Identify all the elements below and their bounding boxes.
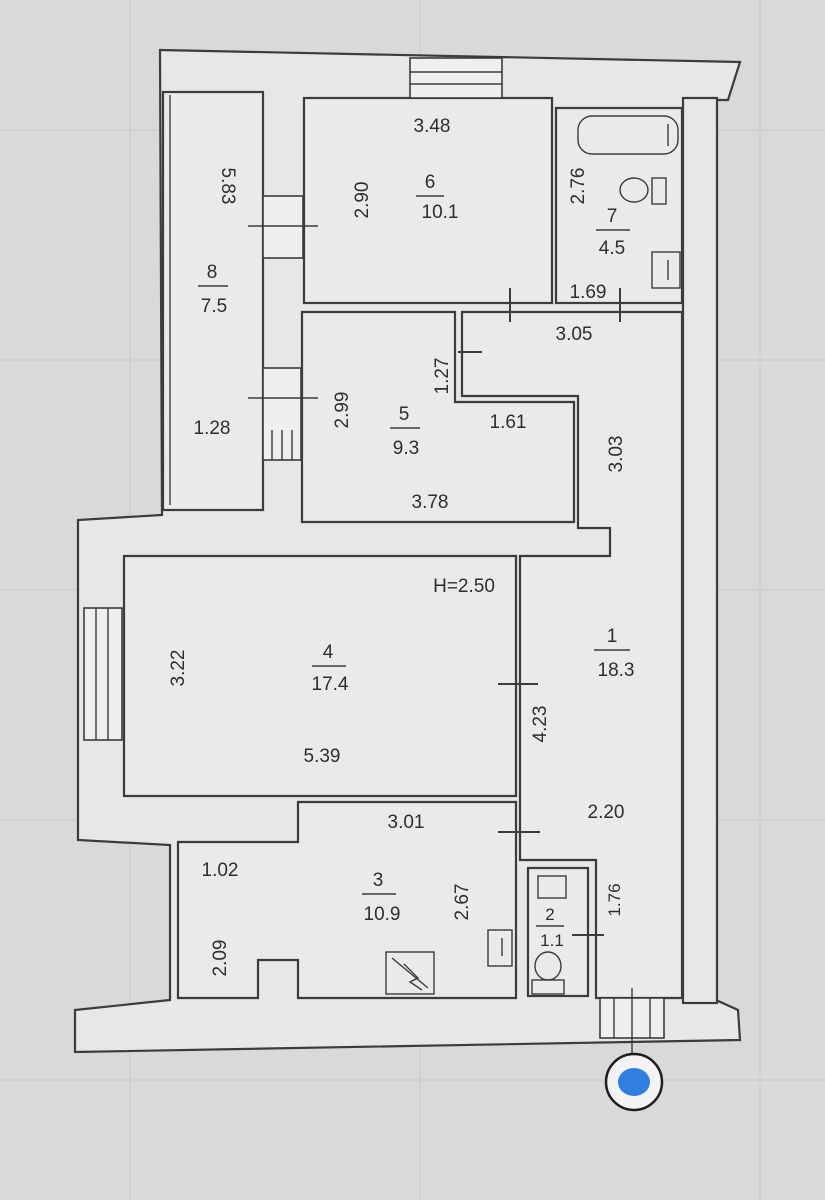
dim-r1-lower: 2.20 <box>588 802 625 823</box>
dim-r6-side: 2.90 <box>352 182 373 219</box>
entrance-door <box>599 988 665 1058</box>
room-4-area: 17.4 <box>312 674 349 695</box>
dim-r3-left-top: 1.02 <box>202 860 239 881</box>
room-1-area: 18.3 <box>598 660 635 681</box>
room-6 <box>302 96 554 305</box>
dimension-labels: 3.48 1.69 3.05 1.61 1.28 3.78 5.39 3.01 … <box>194 116 625 881</box>
dim-r5-notch: 1.27 <box>432 358 453 395</box>
dim-r5-inner: 1.61 <box>490 412 527 433</box>
dim-r4-door: 4.23 <box>530 706 551 743</box>
room-4-number: 4 <box>323 642 334 663</box>
dim-r5-bottom: 3.78 <box>412 492 449 513</box>
room-2-area: 1.1 <box>540 931 564 950</box>
room-1-number: 1 <box>607 626 618 647</box>
ceiling-height: H=2.50 <box>433 576 495 597</box>
dim-r6-top: 3.48 <box>414 116 451 137</box>
room-5 <box>300 310 576 524</box>
dim-r7-side: 2.76 <box>568 168 589 205</box>
wc-toilet-icon <box>531 951 565 995</box>
room-3-number: 3 <box>373 870 384 891</box>
room-7-number: 7 <box>607 206 618 227</box>
room-4 <box>122 554 518 798</box>
door-marks <box>458 288 621 936</box>
dim-r8-short: 1.28 <box>194 418 231 439</box>
dim-r3-left-bottom: 2.09 <box>210 940 231 977</box>
room-3 <box>176 800 518 1000</box>
room-5-number: 5 <box>399 404 410 425</box>
vertical-dimension-labels: 5.83 2.90 2.76 1.27 2.99 3.03 3.22 4.23 … <box>168 168 627 977</box>
room-7-area: 4.5 <box>599 238 625 259</box>
dim-r4-bottom: 5.39 <box>304 746 341 767</box>
dim-r3-side: 2.67 <box>452 884 473 921</box>
room-8-number: 8 <box>207 262 218 283</box>
dim-corridor-side: 3.03 <box>606 436 627 473</box>
dim-corridor-top: 3.05 <box>556 324 593 345</box>
dim-r2-side: 1.76 <box>605 883 624 916</box>
kitchen-sink-icon <box>487 929 513 967</box>
room-3-area: 10.9 <box>364 904 401 925</box>
window-left <box>83 607 123 741</box>
room-6-number: 6 <box>425 172 436 193</box>
room-6-area: 10.1 <box>422 202 459 223</box>
entrance-stamp-icon <box>604 1052 664 1112</box>
bathtub-icon <box>577 115 679 155</box>
room-5-area: 9.3 <box>393 438 419 459</box>
room-7 <box>554 106 684 305</box>
sink-icon <box>651 251 681 289</box>
dim-r5-side: 2.99 <box>332 392 353 429</box>
balcony-doors <box>248 195 318 461</box>
toilet-icon <box>619 177 667 205</box>
dim-r4-side: 3.22 <box>168 650 189 687</box>
window-top <box>409 57 503 99</box>
room-8-area: 7.5 <box>201 296 227 317</box>
dim-r8-long: 5.83 <box>217 168 238 205</box>
room-2-number: 2 <box>545 905 554 924</box>
room-labels: 6 10.1 7 4.5 8 7.5 5 9.3 4 17.4 1 18.3 3… <box>198 172 634 950</box>
dim-r3-top: 3.01 <box>388 812 425 833</box>
stove-icon <box>385 951 435 995</box>
room-8 <box>161 90 265 512</box>
room-1 <box>460 310 684 1000</box>
wc-sink-icon <box>537 875 567 899</box>
dim-r7-bottom: 1.69 <box>570 282 607 303</box>
